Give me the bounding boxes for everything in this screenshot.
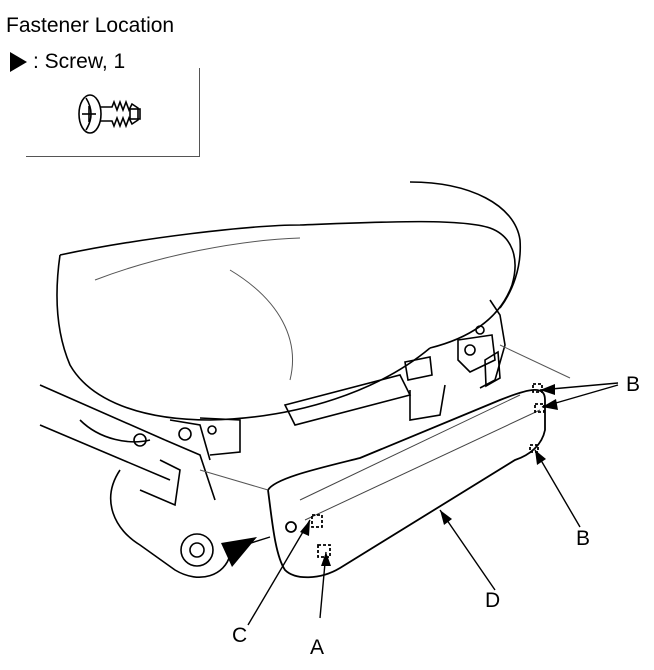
- guide-lines: [199, 344, 571, 491]
- screw-icon: [78, 94, 141, 134]
- seat-frame: [39, 356, 446, 579]
- label-b-lower: B: [576, 527, 591, 550]
- label-d: D: [485, 589, 501, 612]
- arrow-heads: [300, 384, 558, 566]
- label-a: A: [310, 636, 325, 659]
- screw-callout-box: [26, 68, 200, 157]
- side-cover: [267, 383, 546, 579]
- screw-location-marker: [221, 537, 257, 567]
- fastener-legend: : Screw, 1: [10, 50, 125, 74]
- rear-bracket: [457, 299, 506, 389]
- legend-text: : Screw, 1: [33, 50, 126, 73]
- triangle-marker-icon: [10, 52, 27, 72]
- seat-cushion: [56, 181, 522, 421]
- label-b-upper: B: [626, 373, 641, 396]
- label-c: C: [232, 624, 248, 647]
- diagram-title: Fastener Location: [6, 14, 175, 37]
